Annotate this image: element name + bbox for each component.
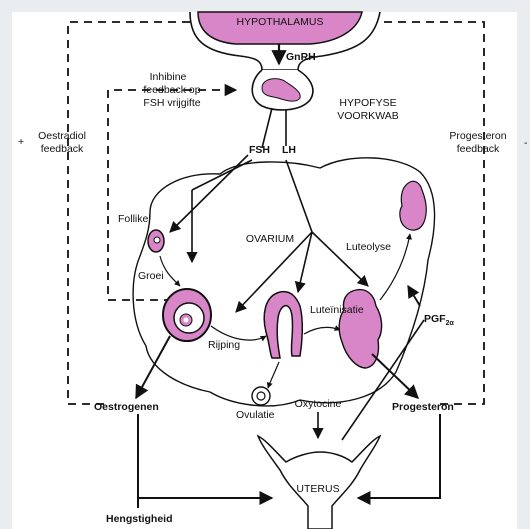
label-ovarium: OVARIUM: [246, 233, 294, 245]
label-hypofyse-1: HYPOFYSE: [339, 97, 396, 109]
small-follicle-oocyte: [154, 237, 160, 243]
progesteron-to-uterus-line: [358, 414, 440, 498]
fsh-to-follikel-arrow: [170, 155, 248, 232]
oestrogenen-arrow: [136, 336, 170, 398]
label-lh: LH: [282, 144, 296, 156]
progesteron-arrow: [372, 354, 418, 398]
ruptured-follicle: [264, 292, 302, 358]
label-pgf: PGF2α: [424, 313, 454, 327]
label-luteolyse: Luteolyse: [346, 241, 391, 253]
label-fsh: FSH: [249, 144, 270, 156]
ovulated-oocyte-core: [257, 392, 265, 400]
lh-to-ovulation-arrow: [298, 232, 312, 292]
label-progesteron-feedback-2: feedback: [457, 143, 500, 155]
label-uterus: UTERUS: [296, 483, 339, 495]
label-oestrogenen: Oestrogenen: [94, 401, 159, 413]
label-inhibine-1: Inhibine: [150, 71, 187, 83]
ovulation-arrow: [268, 362, 279, 388]
label-hypothalamus: HYPOTHALAMUS: [237, 16, 324, 28]
label-groei: Groei: [138, 270, 164, 282]
pgf-arrow: [408, 286, 420, 306]
label-ovulatie: Ovulatie: [236, 409, 275, 421]
large-follicle-oocyte-core: [184, 318, 189, 323]
label-hengstigheid: Hengstigheid: [106, 513, 173, 525]
label-progesteron: Progesteron: [392, 401, 454, 413]
label-follikel: Follikel: [118, 213, 151, 225]
ovary-outline: [133, 158, 434, 406]
label-gnrh: GnRH: [286, 51, 316, 63]
oestrogenen-to-uterus-line: [138, 414, 272, 498]
rijping-arrow: [211, 326, 266, 340]
label-oestradiol-sign: +: [18, 136, 24, 148]
label-luteinisatie: Luteïnisatie: [310, 304, 364, 316]
label-progesteron-feedback-1: Progesteron: [449, 130, 506, 142]
label-inhibine-2: feedback op: [143, 84, 200, 96]
label-rijping: Rijping: [208, 339, 240, 351]
label-progesteron-sign: -: [524, 137, 528, 149]
label-pgf-subscript: 2α: [446, 320, 455, 327]
corpus-albicans: [400, 181, 426, 230]
label-oxytocine: Oxytocine: [295, 398, 342, 410]
inhibine-dashed-loop: [108, 90, 236, 300]
label-oestradiol-1: Oestradiol: [38, 130, 86, 142]
label-hypofyse-2: VOORKWAB: [337, 110, 398, 122]
luteinisatie-arrow: [304, 327, 340, 334]
label-inhibine-3: FSH vrijgifte: [143, 97, 200, 109]
label-oestradiol-2: feedback: [41, 143, 84, 155]
fsh-stem: [262, 108, 272, 148]
label-pgf-main: PGF: [424, 313, 446, 325]
lh-stem-2: [286, 160, 312, 232]
